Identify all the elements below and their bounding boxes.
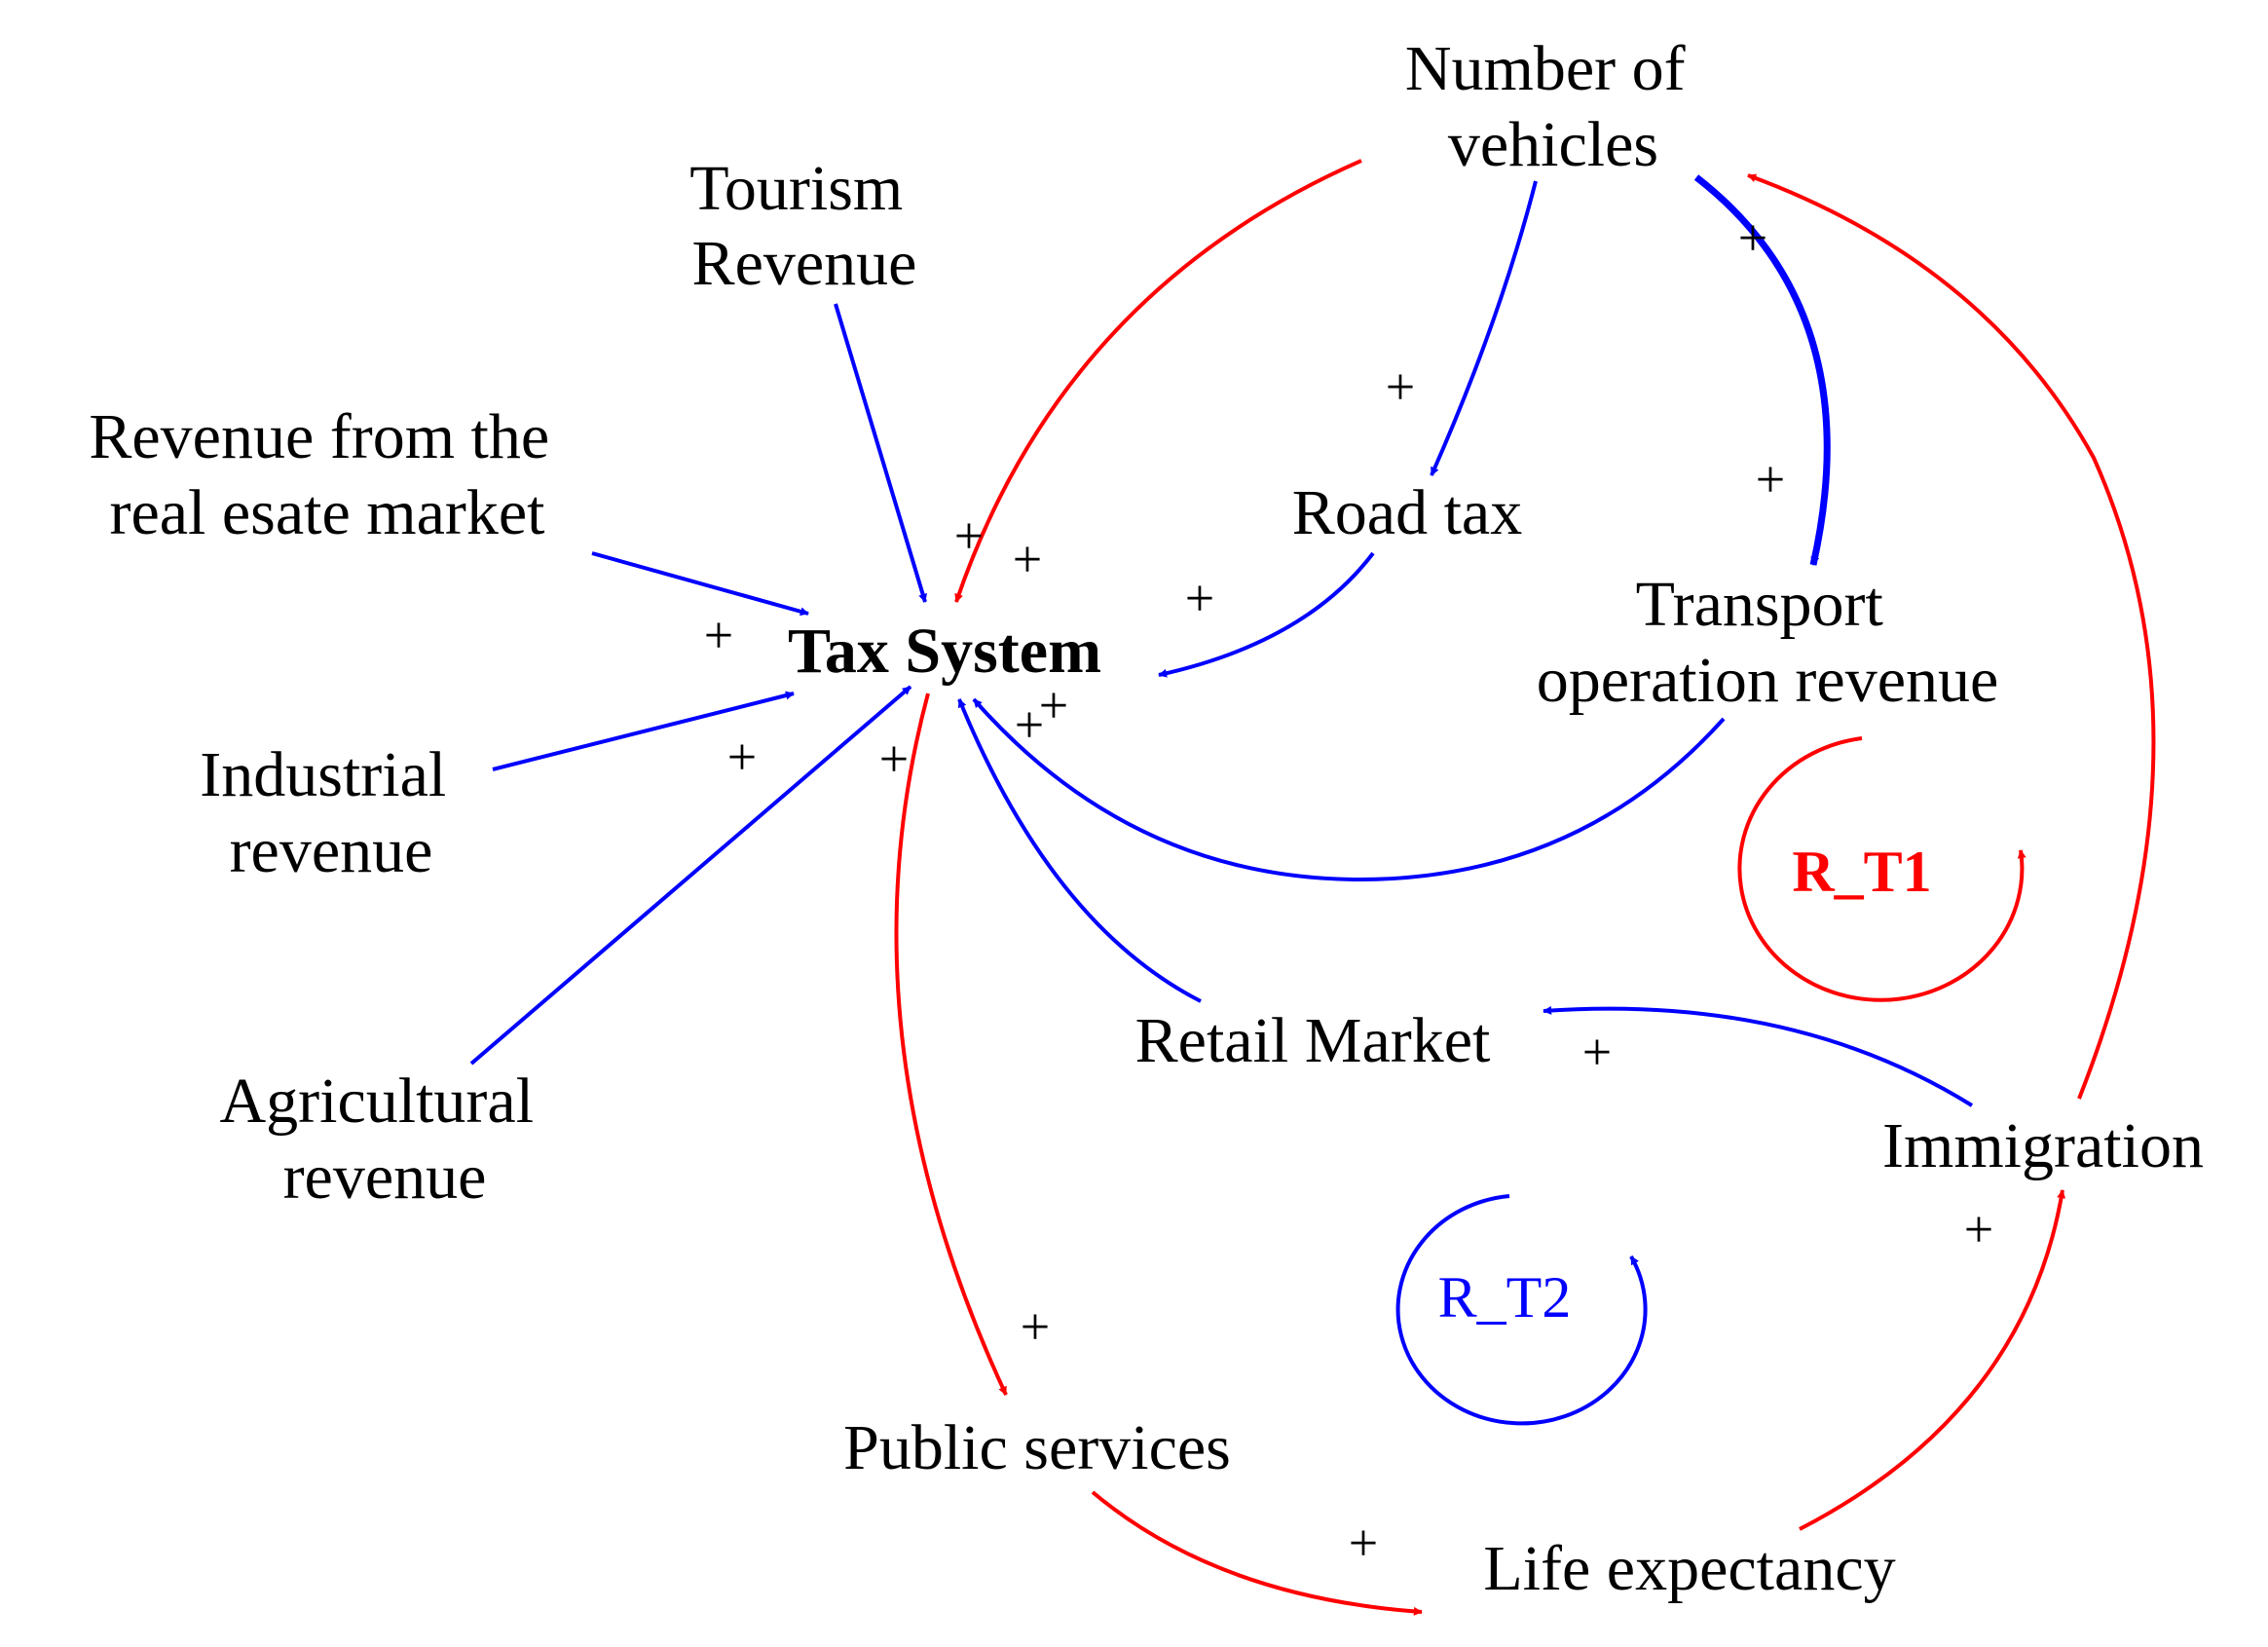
node-public-services: Public services <box>843 1412 1231 1483</box>
polarity-tax-public-services: + <box>1021 1297 1050 1356</box>
polarity-public-services-life: + <box>1349 1514 1378 1572</box>
arrow-life-to-immigration <box>1799 1189 2066 1531</box>
arrow-tourism-to-tax <box>834 303 927 603</box>
node-life-expectancy: Life expectancy <box>1483 1533 1895 1604</box>
arrow-vehicles-to-transport <box>1693 174 1831 566</box>
arrow-public-services-to-life <box>1091 1490 1423 1616</box>
polarity-transport-tax: + <box>1039 676 1068 734</box>
node-real-estate-revenue: Revenue from the real esate market <box>89 401 565 548</box>
node-real-estate-revenue-line-2: real esate market <box>109 477 544 548</box>
polarity-agricultural-tax: + <box>879 730 909 788</box>
polarity-vehicles-tax: + <box>954 506 984 565</box>
node-number-of-vehicles: Number of vehicles <box>1405 33 1701 180</box>
loop-label-r-t1: R_T1 <box>1792 840 1931 904</box>
polarity-real-estate-tax: + <box>704 606 733 664</box>
arrow-transport-to-tax <box>972 697 1726 882</box>
arrow-tax-to-public-services <box>894 692 1008 1396</box>
polarity-vehicles-transport-top: + <box>1738 208 1767 267</box>
polarity-immigration-retail: + <box>1582 1023 1612 1081</box>
polarity-tourism-tax: + <box>1013 530 1042 588</box>
node-industrial-revenue: Industrial revenue <box>200 739 462 886</box>
arrow-immigration-to-vehicles <box>1747 173 2156 1100</box>
arrow-immigration-to-retail <box>1543 1005 1974 1107</box>
arrow-vehicles-to-tax <box>954 159 1362 603</box>
polarity-vehicles-transport: + <box>1756 450 1785 508</box>
node-tourism-revenue-line-1: Tourism <box>689 153 903 224</box>
arrow-industrial-to-tax <box>492 691 795 771</box>
node-road-tax: Road tax <box>1292 477 1522 548</box>
polarity-life-immigration: + <box>1964 1200 1993 1258</box>
node-agricultural-revenue: Agricultural revenue <box>219 1066 549 1213</box>
node-industrial-revenue-line-1: Industrial <box>200 739 446 810</box>
node-agricultural-revenue-line-2: revenue <box>283 1142 487 1213</box>
polarity-road-tax-tax: + <box>1185 569 1214 627</box>
node-agricultural-revenue-line-1: Agricultural <box>219 1066 534 1137</box>
loop-label-r-t2: R_T2 <box>1438 1265 1572 1329</box>
arrow-vehicles-to-road-tax <box>1430 180 1538 476</box>
arrow-road-tax-to-tax <box>1158 551 1375 678</box>
polarity-vehicles-road-tax: + <box>1386 357 1415 416</box>
node-transport-revenue: Transport operation revenue <box>1537 569 1999 716</box>
node-tourism-revenue: Tourism Revenue <box>689 153 919 299</box>
node-tourism-revenue-line-2: Revenue <box>692 228 917 299</box>
arrow-retail-to-tax <box>957 698 1202 1003</box>
node-retail-market: Retail Market <box>1135 1005 1491 1076</box>
node-number-of-vehicles-line-1: Number of <box>1405 33 1686 104</box>
loop-labels: R_T1 R_T2 <box>1438 840 1932 1329</box>
polarity-retail-tax: + <box>1015 695 1044 754</box>
node-transport-revenue-line-1: Transport <box>1636 569 1883 640</box>
node-tax-system: Tax System <box>788 616 1101 687</box>
node-transport-revenue-line-2: operation revenue <box>1537 645 1999 716</box>
polarity-marks: + + + + + + + + + + + + + + + <box>704 208 1993 1572</box>
node-real-estate-revenue-line-1: Revenue from the <box>89 401 549 472</box>
nodes: Number of vehicles Tourism Revenue Reven… <box>89 33 2204 1604</box>
node-industrial-revenue-line-2: revenue <box>230 815 433 886</box>
arrow-real-estate-to-tax <box>591 551 809 617</box>
loop-indicators <box>1395 736 2026 1426</box>
loop-r-t2-arc <box>1395 1194 1648 1426</box>
arrow-agricultural-to-tax <box>469 685 912 1066</box>
node-immigration: Immigration <box>1882 1110 2204 1181</box>
links <box>469 159 2156 1616</box>
node-number-of-vehicles-line-2: vehicles <box>1448 109 1658 180</box>
polarity-industrial-tax: + <box>727 728 757 786</box>
loop-r-t1-arc <box>1737 736 2026 1002</box>
